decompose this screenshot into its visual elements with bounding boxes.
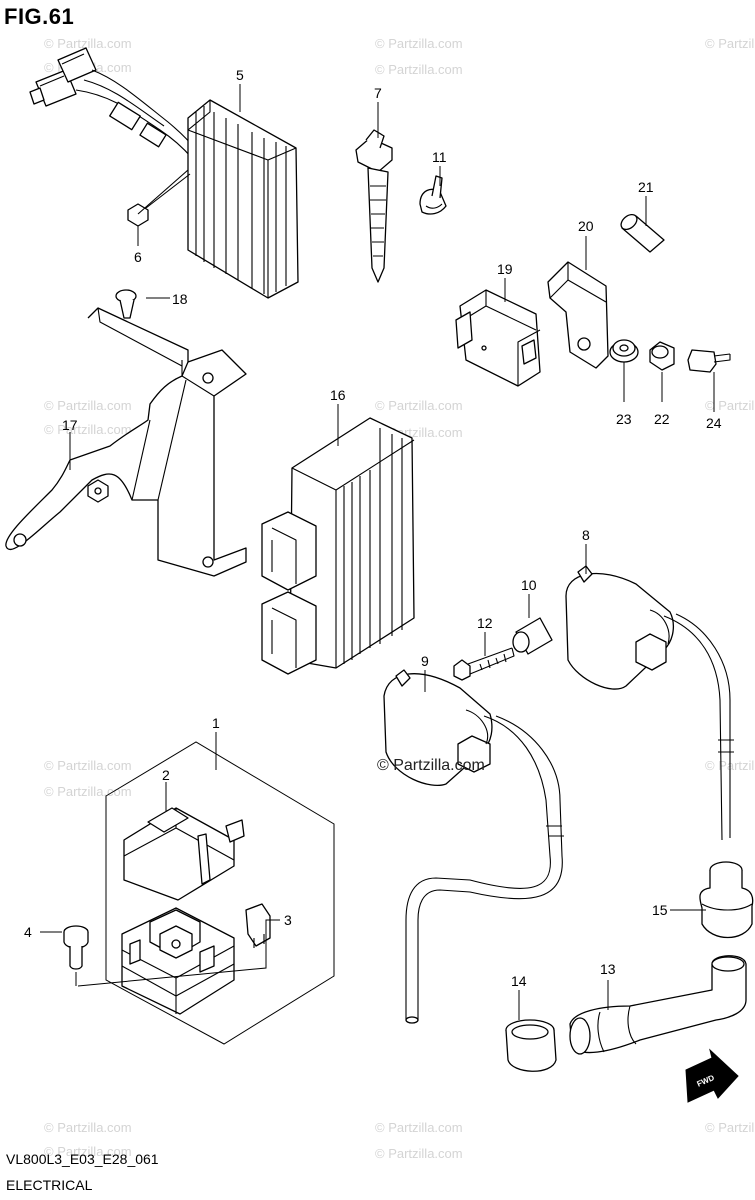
part-13-plug-cap[interactable] [569, 955, 747, 1055]
callout-12: 12 [477, 615, 493, 631]
callout-9: 9 [421, 653, 429, 669]
watermark: © Partzilla.com [375, 1120, 463, 1135]
callout-18: 18 [172, 291, 188, 307]
part-4-bolt[interactable] [63, 925, 89, 970]
watermark: © Partzilla.com [705, 1120, 755, 1135]
watermark: © Partzilla.com [375, 36, 463, 51]
watermark: © Partzilla.com [375, 1146, 463, 1161]
callout-19: 19 [497, 261, 513, 277]
part-3-fuse[interactable] [245, 903, 271, 948]
part-1-starter-relay-assembly[interactable] [105, 741, 335, 1045]
callout-22: 22 [654, 411, 670, 427]
watermark-center: © Partzilla.com [377, 757, 485, 774]
callout-20: 20 [578, 218, 594, 234]
callout-3: 3 [284, 912, 292, 928]
part-12-bolt[interactable] [453, 647, 515, 681]
part-22-spacer[interactable] [649, 341, 675, 371]
part-18-screw[interactable] [115, 289, 137, 319]
watermark: © Partzilla.com [375, 62, 463, 77]
callout-8: 8 [582, 527, 590, 543]
watermark: © Partzilla.com [705, 398, 755, 413]
part-5-regulator-rectifier[interactable] [29, 47, 299, 299]
watermark: © Partzilla.com [44, 1144, 132, 1159]
watermark: © Partzilla.com [44, 1120, 132, 1135]
part-21-collar[interactable] [618, 212, 665, 253]
callout-6: 6 [134, 249, 142, 265]
callout-5: 5 [236, 67, 244, 83]
callout-11: 11 [432, 149, 447, 165]
callout-15: 15 [652, 902, 668, 918]
watermark: © Partzilla.com [44, 758, 132, 773]
part-19-relay-module[interactable] [455, 289, 541, 387]
part-10-collar[interactable] [512, 617, 553, 655]
callout-4: 4 [24, 924, 32, 940]
part-2-relay-cover[interactable] [123, 807, 245, 901]
part-7-cable-tie[interactable] [355, 129, 393, 283]
part-24-bolt[interactable] [687, 349, 731, 373]
part-16-ecm[interactable] [261, 417, 415, 675]
fwd-arrow-icon: FWD [685, 1048, 739, 1103]
part-23-grommet[interactable] [609, 339, 639, 363]
callout-7: 7 [374, 85, 382, 101]
part-11-clamp[interactable] [419, 175, 447, 215]
callout-24: 24 [706, 415, 722, 431]
leader-lines [40, 84, 715, 1020]
callout-1: 1 [212, 715, 220, 731]
callout-13: 13 [600, 961, 616, 977]
section-name: ELECTRICAL [6, 1177, 93, 1193]
callout-2: 2 [162, 767, 170, 783]
callout-14: 14 [511, 973, 527, 989]
callout-16: 16 [330, 387, 346, 403]
watermark: © Partzilla.com [44, 784, 132, 799]
part-6-bolt[interactable] [127, 169, 191, 246]
part-14-seal[interactable] [505, 1019, 557, 1072]
part-15-boot[interactable] [699, 861, 754, 938]
part-9-ignition-coil[interactable] [383, 669, 564, 1024]
part-17-bracket[interactable] [5, 307, 247, 577]
watermark: © Partzilla.com [44, 422, 132, 437]
figure-title: FIG.61 [4, 4, 75, 29]
callout-23: 23 [616, 411, 632, 427]
watermark: © Partzilla.com [705, 36, 755, 51]
watermark: © Partzilla.com [44, 36, 132, 51]
diagram-code: VL800L3_E03_E28_061 [6, 1151, 159, 1167]
callout-21: 21 [638, 179, 654, 195]
callout-17: 17 [62, 417, 78, 433]
part-8-ignition-coil[interactable] [565, 565, 734, 841]
watermark: © Partzilla.com [44, 398, 132, 413]
part-20-bracket[interactable] [547, 261, 609, 369]
watermark: © Partzilla.com [375, 398, 463, 413]
callout-10: 10 [521, 577, 537, 593]
